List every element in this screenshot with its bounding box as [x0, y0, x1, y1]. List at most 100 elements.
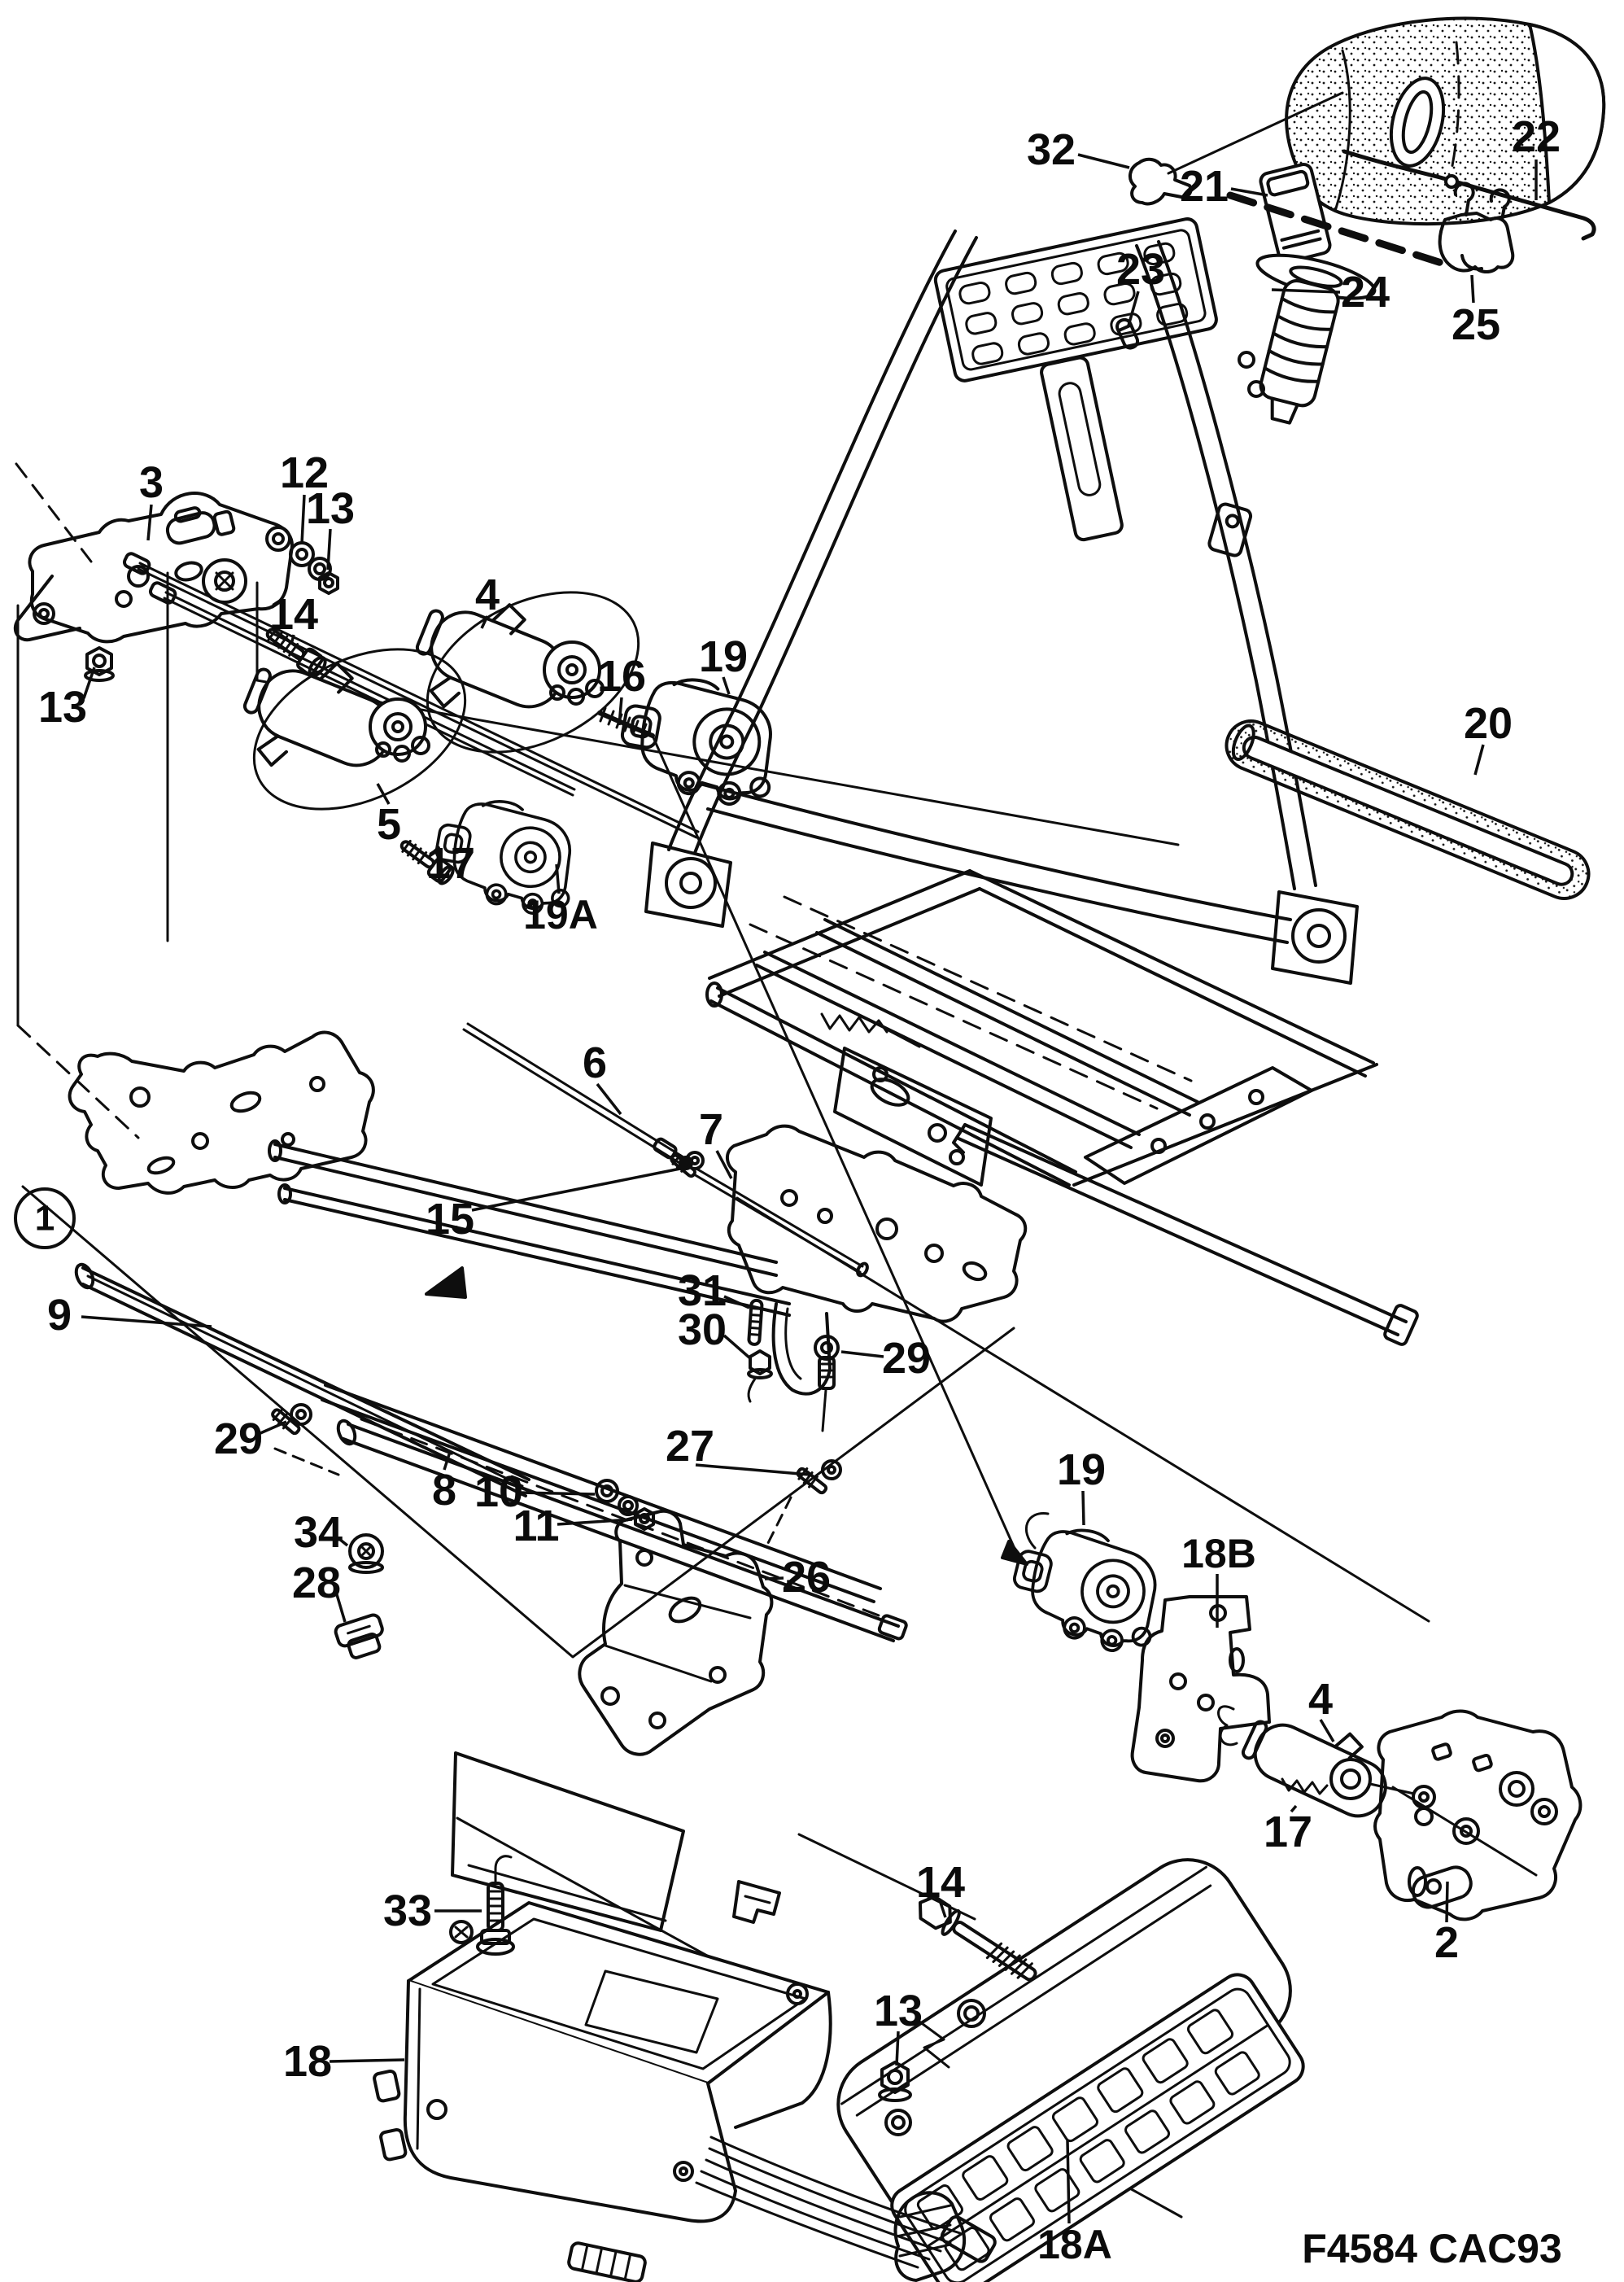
leader-line-17 — [1290, 1804, 1298, 1813]
leader-line-23 — [1127, 291, 1140, 326]
callout-label-30-24: 30 — [678, 1305, 727, 1354]
leader-line-10 — [519, 1491, 596, 1496]
callout-label-28-32: 28 — [292, 1558, 341, 1607]
headrest — [1167, 16, 1606, 226]
callout-label-19-12: 19 — [699, 632, 748, 681]
callout-label-19a-16: 19A — [523, 892, 598, 938]
callout-label-6-18: 6 — [583, 1038, 607, 1087]
callout-label-19-34: 19 — [1057, 1445, 1106, 1494]
screw-33 — [476, 1855, 515, 1956]
callout-label-32-0: 32 — [1027, 125, 1076, 174]
leader-line-16 — [618, 697, 623, 726]
guide-sleeve — [1255, 253, 1377, 425]
callout-label-7-19: 7 — [699, 1105, 723, 1154]
callout-label-26-33: 26 — [782, 1553, 831, 1602]
callout-label-13-13: 13 — [38, 683, 87, 732]
leader-line-24 — [1271, 288, 1341, 294]
callout-label-8-27: 8 — [432, 1466, 456, 1515]
bolt-14-lower — [918, 1895, 1037, 1982]
leader-line-9 — [81, 1315, 212, 1328]
retainer-clip — [1129, 157, 1193, 206]
leader-line-30 — [723, 1334, 752, 1360]
leader-line-19 — [722, 676, 731, 695]
callout-label-14-39: 14 — [916, 1858, 965, 1907]
leader-line-20 — [1473, 744, 1485, 776]
seat-track-assembly — [68, 1030, 1028, 1642]
callout-label-17-15: 17 — [426, 839, 475, 888]
leader-line-14 — [939, 1902, 947, 1918]
leader-line-4 — [480, 615, 489, 629]
callout-label-11-29: 11 — [513, 1502, 559, 1550]
leader-line-17 — [427, 845, 441, 859]
callout-label-23-3: 23 — [1116, 245, 1165, 294]
leader-line-18a — [1066, 2140, 1071, 2224]
leader-line-27 — [695, 1463, 810, 1476]
leader-line-34 — [338, 1537, 349, 1547]
leader-line-29 — [840, 1350, 884, 1358]
leader-line-13 — [326, 528, 332, 570]
headrest-rod — [1342, 149, 1596, 241]
tilt-motor — [1217, 1705, 1436, 1818]
callout-label-25-5: 25 — [1452, 300, 1500, 349]
callout-label-33-41: 33 — [383, 1886, 432, 1935]
leader-line-19a — [555, 863, 561, 894]
figure-code: F4584 CAC93 — [1302, 2226, 1562, 2271]
push-rods — [462, 1022, 869, 1278]
callout-label-29-26: 29 — [214, 1414, 263, 1463]
callout-label-2-38: 2 — [1434, 1918, 1459, 1967]
leader-line-8 — [443, 1451, 452, 1471]
leader-line-21 — [1230, 187, 1268, 197]
callout-label-12-7: 12 — [280, 448, 329, 497]
callout-label-4-10: 4 — [475, 570, 500, 619]
callout-label-5-14: 5 — [377, 800, 401, 849]
leader-line-13 — [895, 2031, 900, 2066]
mount-bracket-26 — [578, 1509, 774, 1756]
trim-strip — [1225, 719, 1591, 900]
callout-label-24-4: 24 — [1341, 268, 1390, 317]
callout-label-4-36: 4 — [1308, 1675, 1333, 1724]
callout-label-17-37: 17 — [1264, 1808, 1312, 1856]
motor-bracket-18b — [1130, 1595, 1271, 1783]
seat-motor-lower — [242, 648, 467, 811]
leader-line-6 — [596, 1082, 622, 1116]
callout-label-27-30: 27 — [666, 1422, 714, 1471]
callout-label-18a-43: 18A — [1037, 2222, 1112, 2267]
leader-line-18 — [329, 2058, 405, 2063]
seat-motor-upper — [415, 591, 640, 754]
callout-label-20-17: 20 — [1464, 699, 1513, 748]
latch-bracket — [1226, 181, 1515, 273]
callout-label-18b-35: 18B — [1181, 1531, 1256, 1576]
leader-line-28 — [334, 1591, 347, 1623]
leader-line-31 — [723, 1295, 750, 1309]
leader-line-12 — [300, 494, 306, 544]
drive-rods — [122, 552, 700, 839]
leader-line-29 — [260, 1420, 287, 1435]
callout-label-18-42: 18 — [283, 2037, 332, 2086]
leader-line-14 — [290, 634, 295, 645]
seat-cushion-frame — [705, 869, 1419, 1346]
callout-label-29-25: 29 — [882, 1334, 931, 1383]
tilt-bracket-2 — [1373, 1709, 1583, 1921]
callout-label-1-20: 1 — [35, 1199, 55, 1239]
callout-label-16-11: 16 — [597, 652, 646, 701]
callout-label-31-23: 31 — [678, 1266, 727, 1315]
seat-back-frame — [644, 217, 1359, 985]
rail-hardware — [271, 1298, 842, 1659]
screw-17-upper — [399, 839, 455, 885]
leader-line-7 — [715, 1150, 733, 1179]
callout-circle-1 — [14, 1187, 76, 1249]
leader-line-5 — [376, 783, 391, 805]
leader-line-4 — [1319, 1719, 1335, 1742]
callout-label-13-40: 13 — [874, 1987, 923, 2035]
callout-label-21-1: 21 — [1180, 162, 1229, 211]
callout-label-15-21: 15 — [426, 1195, 474, 1244]
leader-line-3 — [146, 504, 153, 541]
callout-label-14-9: 14 — [269, 590, 318, 639]
callout-label-22-2: 22 — [1512, 112, 1561, 161]
nut-13-lower — [878, 2061, 912, 2102]
callout-label-3-6: 3 — [139, 458, 164, 507]
leader-line-32 — [1077, 153, 1130, 169]
